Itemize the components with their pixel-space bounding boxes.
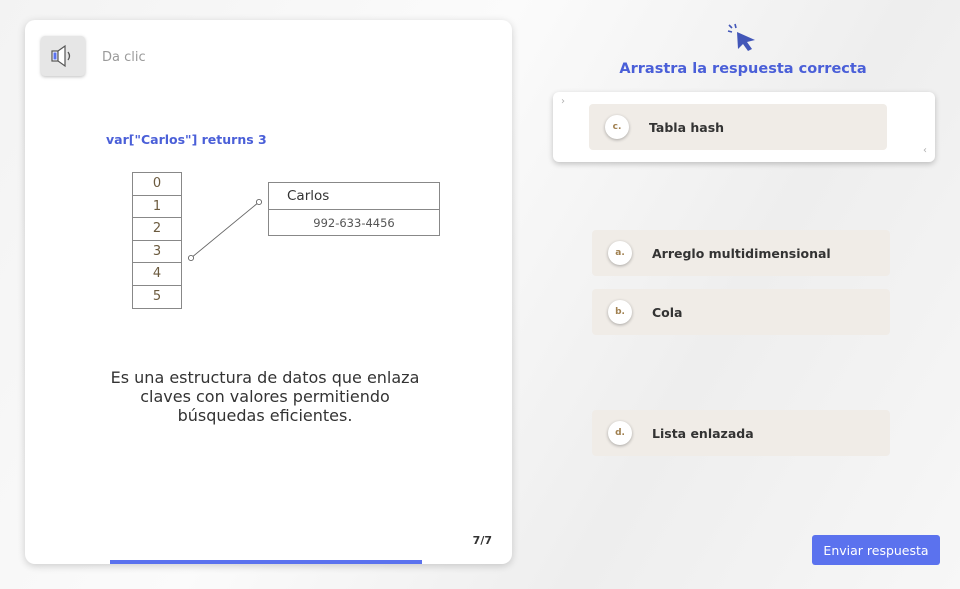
- instruction-text: Arrastra la respuesta correcta: [619, 61, 867, 77]
- page-indicator: 7/7: [472, 534, 492, 547]
- submit-answer-button[interactable]: Enviar respuesta: [812, 535, 940, 565]
- progress-bar: [110, 560, 422, 564]
- chevron-left-icon: ‹: [923, 145, 927, 156]
- record-value: 992-633-4456: [313, 216, 395, 230]
- code-example: var["Carlos"] returns 3: [106, 132, 267, 147]
- index-cell: 5: [152, 288, 162, 304]
- speaker-icon: [51, 44, 71, 68]
- audio-label: Da clic: [102, 50, 146, 65]
- record-key: Carlos: [269, 183, 439, 210]
- progress-fill: [110, 560, 422, 564]
- option-letter: b.: [608, 300, 632, 324]
- answer-drop-zone[interactable]: › c. Tabla hash ‹: [553, 92, 935, 162]
- answer-option-a[interactable]: a. Arreglo multidimensional: [592, 230, 890, 276]
- index-cell: 2: [133, 218, 181, 241]
- index-cell: 1: [133, 196, 181, 218]
- connector-line: [187, 198, 263, 262]
- question-card: Da clic var["Carlos"] returns 3 0 1 2 3 …: [25, 20, 512, 564]
- record-box: Carlos 992-633-4456: [268, 182, 440, 236]
- option-label: Lista enlazada: [652, 425, 754, 441]
- index-cell: 3: [133, 241, 181, 263]
- option-letter: a.: [608, 241, 632, 265]
- question-description: Es una estructura de datos que enlaza cl…: [110, 368, 420, 425]
- option-label: Cola: [652, 304, 683, 320]
- answer-option-b[interactable]: b. Cola: [592, 289, 890, 335]
- option-letter: d.: [608, 421, 632, 445]
- audio-button[interactable]: [41, 36, 85, 76]
- index-cell: 4: [133, 263, 181, 286]
- hash-index-table: 0 1 2 3 4 5: [132, 172, 182, 309]
- pointer-click-icon: [727, 23, 755, 51]
- answer-option-d[interactable]: d. Lista enlazada: [592, 410, 890, 456]
- index-cell: 0: [133, 173, 181, 196]
- answer-option-c[interactable]: c. Tabla hash: [589, 104, 887, 150]
- option-label: Tabla hash: [649, 119, 725, 135]
- option-letter: c.: [605, 115, 629, 139]
- option-label: Arreglo multidimensional: [652, 245, 831, 261]
- chevron-right-icon: ›: [561, 96, 565, 107]
